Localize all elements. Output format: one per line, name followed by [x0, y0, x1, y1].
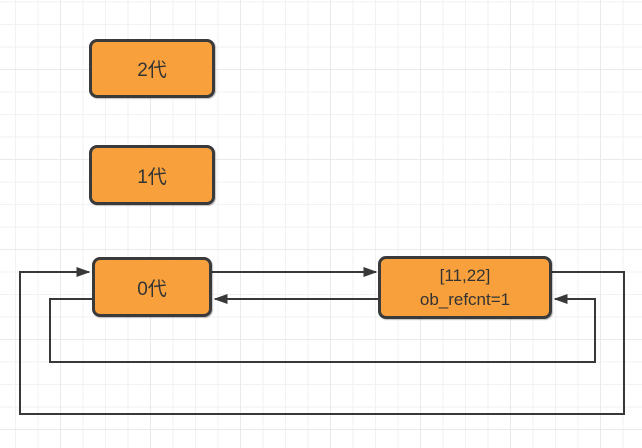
node-object-list[interactable]: [11,22] ob_refcnt=1 [378, 256, 552, 319]
node-generation-1-label: 1代 [137, 166, 167, 188]
node-object-value-label: [11,22] [439, 265, 491, 285]
node-generation-0[interactable]: 0代 [92, 257, 212, 317]
node-generation-0-label: 0代 [137, 278, 167, 300]
edge-object-to-gen0-outer-loop[interactable] [19, 267, 625, 415]
node-generation-2-label: 2代 [137, 60, 167, 81]
edge-gen0-to-object-inner-loop[interactable] [49, 294, 596, 363]
node-generation-2[interactable]: 2代 [89, 39, 215, 98]
node-object-refcount-label: ob_refcnt=1 [419, 289, 511, 309]
node-generation-1[interactable]: 1代 [89, 145, 215, 205]
